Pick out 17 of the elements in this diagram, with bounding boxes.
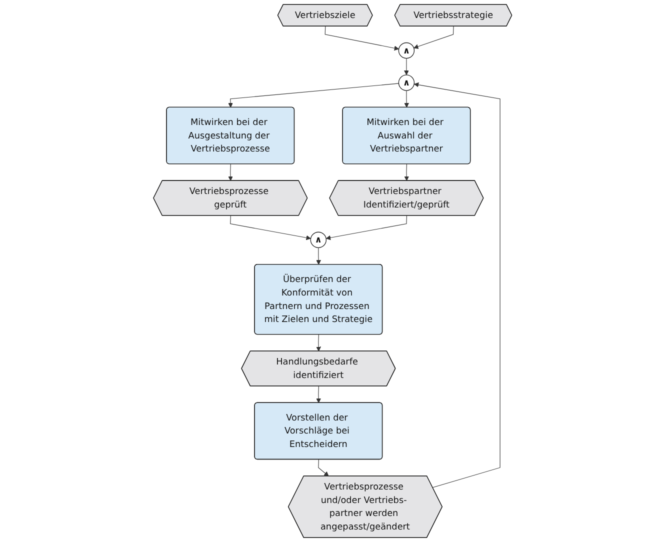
arrow — [414, 82, 501, 488]
arrow — [316, 247, 322, 265]
arrow — [318, 459, 330, 476]
arrow — [414, 26, 454, 49]
arrow — [228, 83, 400, 108]
arrow — [404, 90, 410, 108]
arrow — [316, 334, 322, 352]
node-circle: ∧ — [398, 42, 415, 59]
arrow — [325, 26, 400, 51]
arrow — [316, 386, 322, 404]
arrow — [230, 215, 312, 240]
arrow — [326, 215, 408, 240]
node-circle: ∧ — [398, 74, 415, 91]
arrow — [228, 164, 234, 181]
arrow — [404, 58, 410, 76]
node-circle: ∧ — [310, 232, 327, 248]
arrow — [404, 164, 410, 181]
